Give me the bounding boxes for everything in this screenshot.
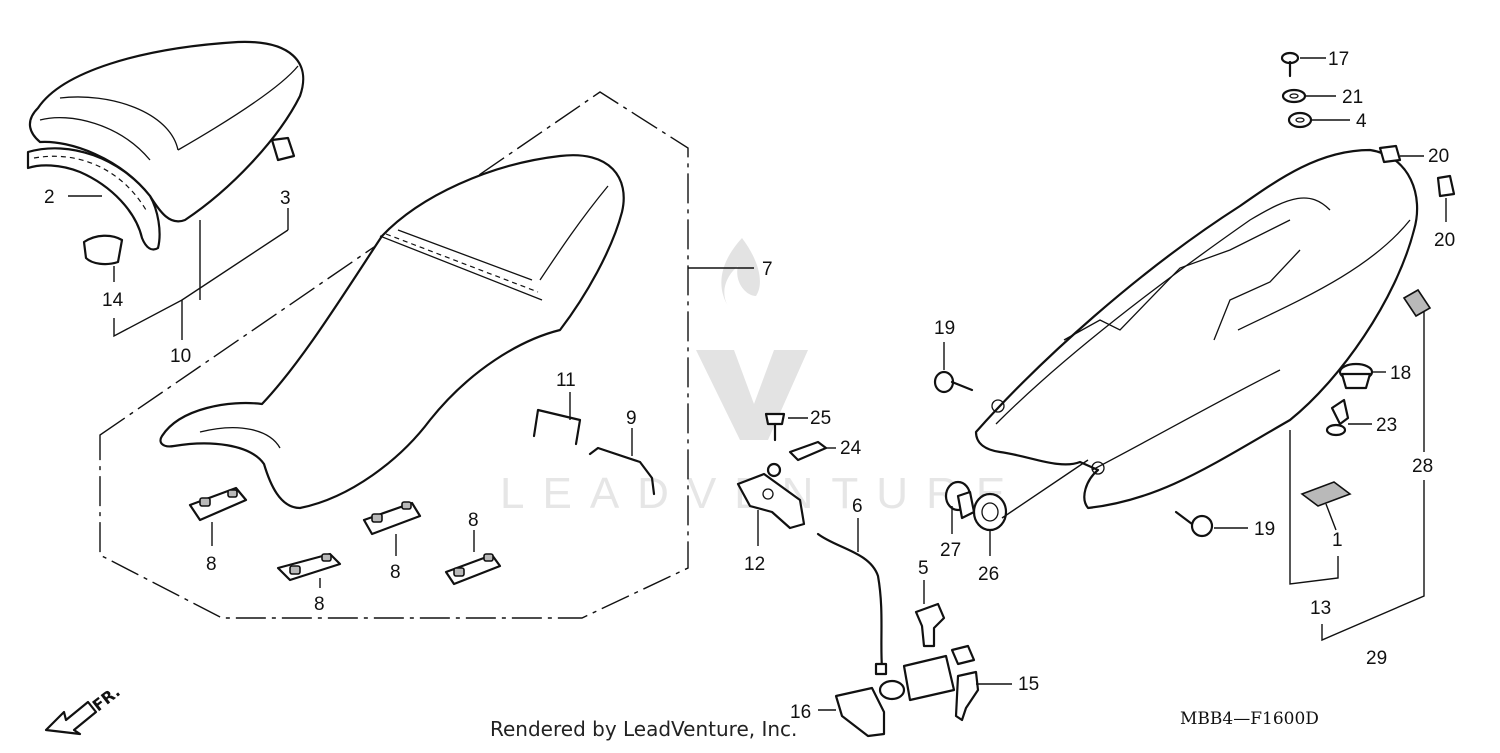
seat-trim-strip (26, 147, 161, 251)
callout-6: 6 (852, 496, 863, 517)
callout-23: 23 (1376, 415, 1397, 436)
rear-seat-cowl (28, 40, 305, 223)
callout-8c: 8 (314, 594, 325, 615)
callout-16: 16 (790, 702, 811, 723)
main-seat (159, 154, 625, 510)
callout-10: 10 (170, 346, 191, 367)
callout-20b: 20 (1434, 230, 1455, 251)
callout-1: 1 (1332, 530, 1343, 551)
cushion-3 (270, 136, 296, 162)
clip-20-lower (1436, 174, 1456, 198)
rubber-pad-14 (82, 234, 124, 266)
callout-21: 21 (1342, 87, 1363, 108)
front-direction-arrow: FR. (44, 682, 124, 736)
screw-19-upper (933, 370, 974, 394)
seat-clip-8d (444, 553, 502, 586)
clip-20-upper (1378, 144, 1402, 164)
seat-lock-15 (878, 644, 980, 722)
seat-clip-8c (276, 552, 342, 582)
bolt-17 (1280, 51, 1300, 78)
grommet-18 (1338, 362, 1374, 390)
callout-24: 24 (840, 438, 862, 459)
seat-rod-9 (588, 446, 656, 496)
callout-8b: 8 (390, 562, 401, 583)
callout-4: 4 (1356, 111, 1367, 132)
diagram-code: MBB4—F1600D (1180, 709, 1319, 729)
grommet-26 (972, 492, 1008, 532)
bolt-25 (764, 412, 786, 442)
callout-19a: 19 (934, 318, 955, 339)
callout-14: 14 (102, 290, 124, 311)
callout-8d: 8 (468, 510, 479, 531)
callout-12: 12 (744, 554, 765, 575)
washer-21 (1281, 88, 1307, 104)
callout-11: 11 (556, 370, 576, 391)
seat-clip-8a (188, 486, 248, 522)
leader-lines (68, 57, 1447, 711)
cable-clip-5 (914, 602, 946, 648)
callout-5: 5 (918, 558, 929, 579)
fastener-23 (1325, 398, 1350, 437)
callout-27: 27 (940, 540, 961, 561)
plate-24 (788, 440, 828, 462)
seat-hook-11 (532, 408, 582, 446)
seat-lock-cable-6 (816, 532, 884, 670)
footer-credit: Rendered by LeadVenture, Inc. (490, 717, 797, 741)
callout-7: 7 (762, 259, 773, 280)
seat-clip-8b (362, 501, 422, 536)
callout-29: 29 (1366, 648, 1387, 669)
callout-28: 28 (1412, 456, 1433, 477)
seat-latch-12 (736, 472, 806, 530)
callout-8a: 8 (206, 554, 217, 575)
collar-4 (1287, 111, 1313, 129)
washer-24 (766, 462, 782, 478)
pad-1 (1300, 481, 1352, 507)
callout-2: 2 (44, 187, 55, 208)
pad-28 (1402, 288, 1432, 318)
callout-9: 9 (626, 408, 637, 429)
callout-20a: 20 (1428, 146, 1449, 167)
seat-assembly-outline (99, 91, 689, 619)
callout-19b: 19 (1254, 519, 1275, 540)
rear-seat-cowl-13 (974, 148, 1419, 510)
callout-labels: 2 3 14 10 7 11 9 8 8 8 8 25 24 12 6 5 15… (44, 49, 1455, 723)
callout-26: 26 (978, 564, 999, 585)
lock-bracket-16 (834, 686, 886, 738)
callout-3: 3 (280, 188, 291, 209)
callout-15: 15 (1018, 674, 1039, 695)
callout-18: 18 (1390, 363, 1411, 384)
callout-25: 25 (810, 408, 831, 429)
cable-end (874, 662, 888, 676)
collar-27 (944, 480, 976, 520)
callout-13: 13 (1310, 598, 1331, 619)
callout-17: 17 (1328, 49, 1349, 70)
screw-19-lower (1174, 510, 1214, 538)
